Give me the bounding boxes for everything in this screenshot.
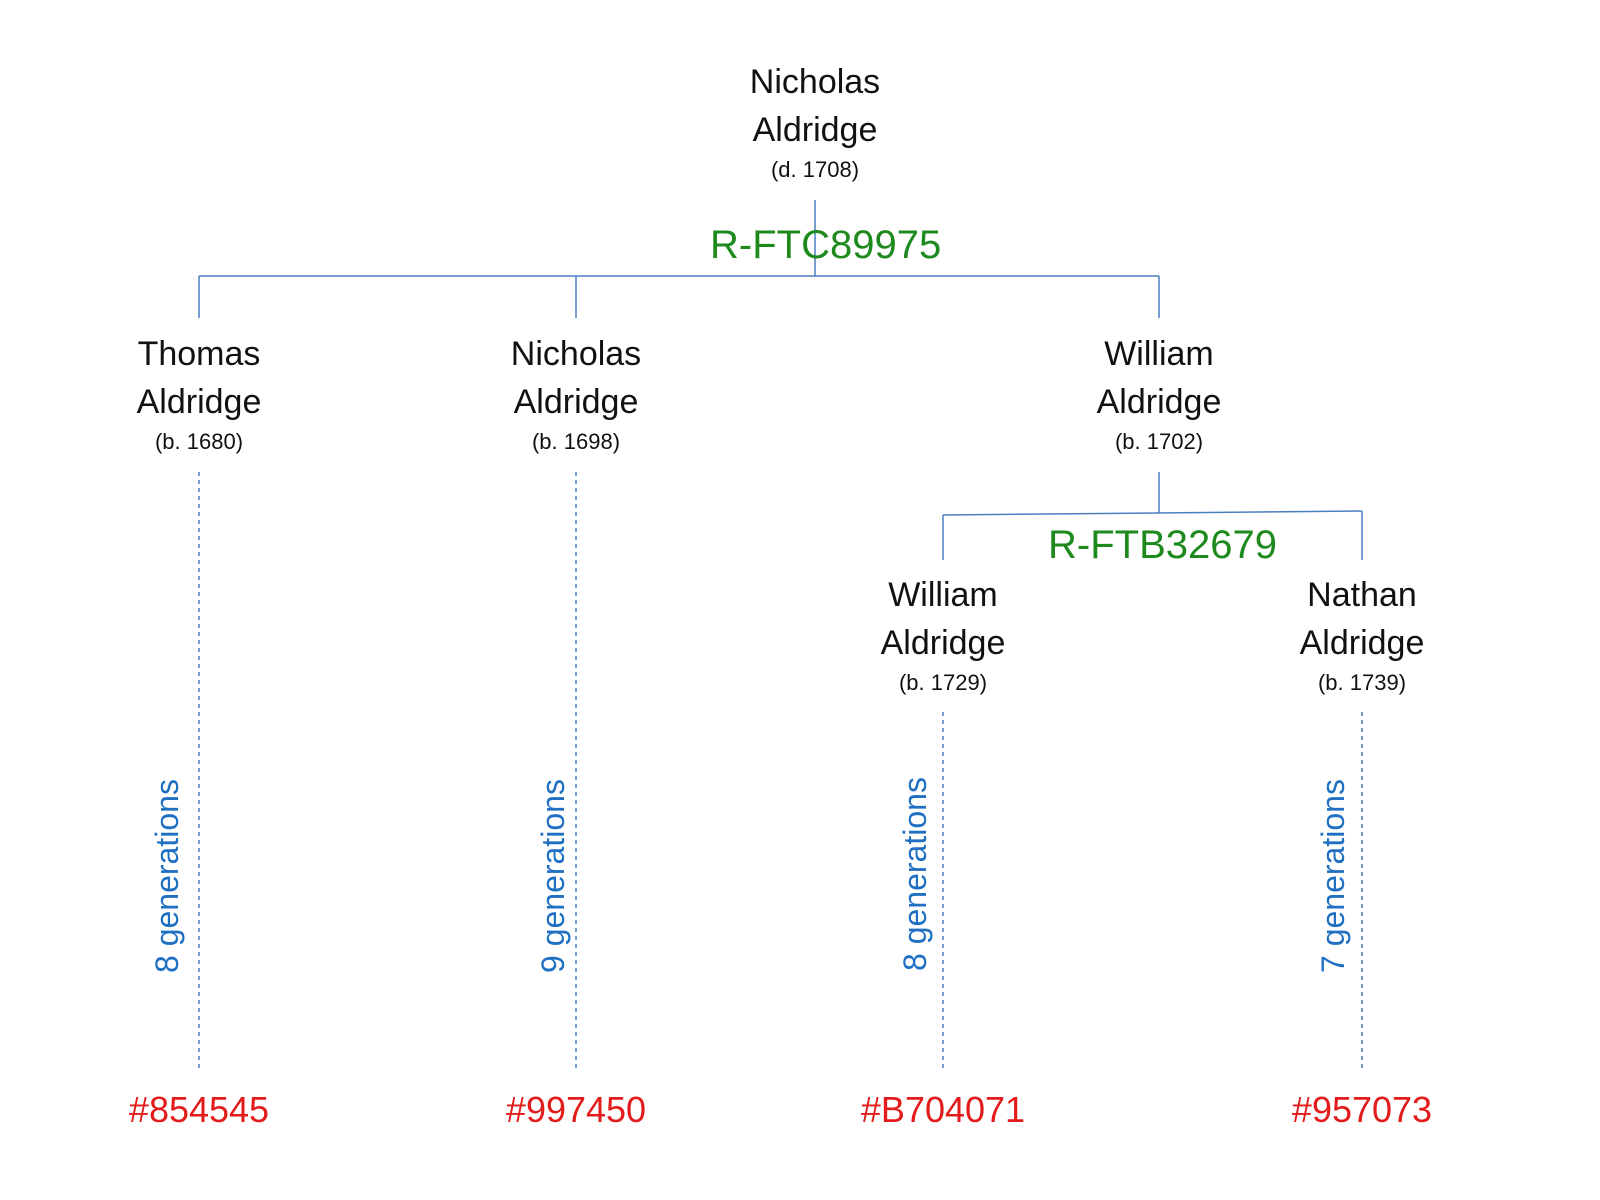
person-date: (b. 1739) [1317, 670, 1407, 695]
person-last-name: Aldridge [1096, 383, 1222, 421]
person-date: (b. 1680) [154, 429, 244, 454]
person-nicholas-jr: Nicholas Aldridge (b. 1698) [446, 330, 706, 458]
person-last-name: Aldridge [880, 624, 1006, 662]
kit-number-2: #997450 [505, 1089, 647, 1130]
person-first-name: Thomas [137, 335, 261, 373]
person-first-name: William [1104, 335, 1214, 373]
person-last-name: Aldridge [136, 383, 262, 421]
person-last-name: Aldridge [752, 111, 878, 149]
generations-label-1: 8 generations [149, 779, 185, 973]
person-date: (b. 1698) [531, 429, 621, 454]
kit-number-4: #957073 [1291, 1089, 1433, 1130]
person-date: (b. 1729) [898, 670, 988, 695]
person-first-name: Nicholas [510, 335, 642, 373]
william-branch-bar [942, 510, 1363, 516]
person-first-name: William [888, 576, 998, 614]
kit-number-1: #854545 [128, 1089, 270, 1130]
person-date: (b. 1702) [1114, 429, 1204, 454]
person-last-name: Aldridge [513, 383, 639, 421]
person-last-name: Aldridge [1299, 624, 1425, 662]
person-date: (d. 1708) [770, 157, 860, 182]
person-william: William Aldridge (b. 1702) [1029, 330, 1289, 458]
person-root: Nicholas Aldridge (d. 1708) [685, 58, 945, 186]
snp-label-top: R-FTC89975 [710, 223, 942, 267]
person-first-name: Nicholas [749, 63, 881, 101]
kit-number-3: #B704071 [860, 1089, 1026, 1130]
person-thomas: Thomas Aldridge (b. 1680) [69, 330, 329, 458]
generations-label-3: 8 generations [897, 777, 933, 971]
generations-label-2: 9 generations [535, 779, 571, 973]
snp-label-william-branch: R-FTB32679 [1048, 523, 1277, 567]
person-william-jr: William Aldridge (b. 1729) [813, 571, 1073, 699]
generations-label-4: 7 generations [1315, 779, 1351, 973]
person-nathan: Nathan Aldridge (b. 1739) [1232, 571, 1492, 699]
person-first-name: Nathan [1307, 576, 1417, 614]
